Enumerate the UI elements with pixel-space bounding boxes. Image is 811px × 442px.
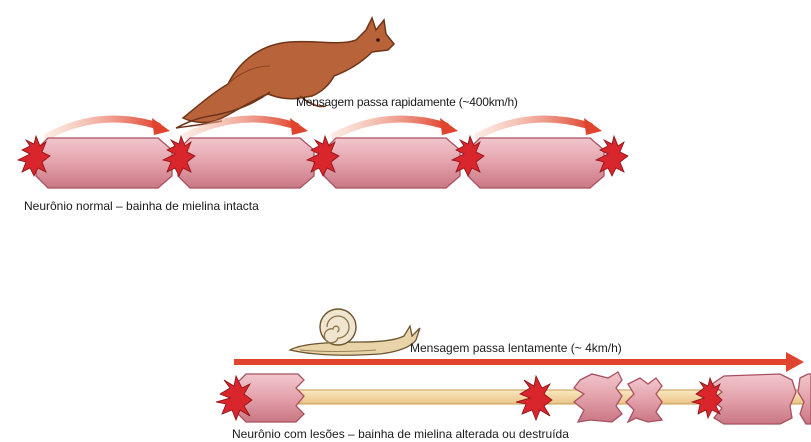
normal-neuron: Mensagem passa rapidamente (~400km/h) [18, 18, 628, 213]
normal-neuron-caption: Neurônio normal – bainha de mielina inta… [24, 199, 259, 213]
damaged-neuron: Mensagem passa lentamente (~ 4km/h) Neur… [216, 309, 811, 441]
damaged-neuron-caption: Neurônio com lesões – bainha de mielina … [232, 427, 569, 441]
fast-message-label: Mensagem passa rapidamente (~400km/h) [296, 95, 518, 109]
slow-message-label: Mensagem passa lentamente (~ 4km/h) [410, 341, 622, 355]
slow-arrow [234, 352, 804, 372]
snail-icon [290, 309, 420, 355]
kangaroo-icon [176, 18, 394, 128]
fast-arrows [48, 119, 590, 136]
